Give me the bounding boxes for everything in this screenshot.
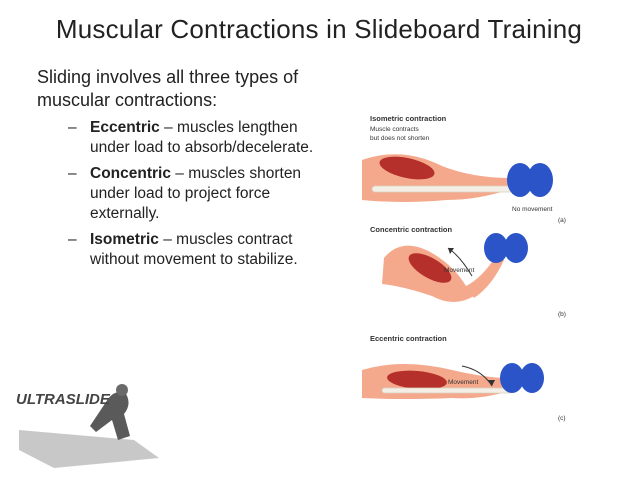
slideboard-shape (19, 430, 159, 468)
bullet-term: Concentric (90, 165, 171, 182)
panel-b-tag: (b) (558, 311, 566, 318)
bullet-text: – muscles lengthen under load to absorb/… (90, 119, 314, 156)
bullet-list: – Eccentric – muscles lengthen under loa… (68, 118, 318, 276)
bullet-concentric: – Concentric – muscles shorten under loa… (68, 164, 318, 224)
panel-b-title: Concentric contraction (370, 225, 453, 234)
panel-a-sub1: Muscle contracts (370, 126, 420, 133)
dash-marker: – (68, 231, 77, 248)
muscle-bicep (379, 156, 435, 180)
bone (371, 185, 523, 193)
bullet-text: – muscles shorten under load to project … (90, 165, 302, 222)
bone (381, 387, 513, 394)
dash-marker: – (68, 165, 77, 182)
panel-a-tag: (a) (558, 217, 566, 224)
panel-eccentric: Eccentric contraction Movement (c) (362, 334, 566, 422)
arrow-head-icon (448, 248, 454, 254)
skater-figure (90, 392, 130, 440)
dumbbell-weight (484, 233, 508, 263)
bullet-isometric: – Isometric – muscles contract without m… (68, 230, 318, 270)
skater-head (116, 384, 128, 396)
arrow-head-icon (488, 380, 495, 386)
dumbbell-weight (527, 163, 553, 197)
panel-a-sub2: but does not shorten (370, 135, 430, 142)
panel-a-title: Isometric contraction (370, 114, 447, 123)
muscle-bicep (387, 370, 447, 390)
dumbbell-weight (520, 363, 544, 393)
logo-text: ULTRASLIDE (16, 391, 111, 408)
forearm (466, 256, 504, 298)
dumbbell-weight (500, 363, 524, 393)
bullet-text: – muscles contract without movement to s… (90, 231, 298, 268)
panel-c-note: Movement (448, 379, 479, 386)
panel-c-tag: (c) (558, 415, 566, 422)
panel-concentric: Concentric contraction Movement (b) (370, 225, 566, 318)
bullet-term: Isometric (90, 231, 159, 248)
dash-marker: – (68, 119, 77, 136)
panel-c-title: Eccentric contraction (370, 334, 447, 343)
panel-b-note: Movement (444, 267, 475, 274)
bullet-eccentric: – Eccentric – muscles lengthen under loa… (68, 118, 318, 158)
dumbbell-weight (504, 233, 528, 263)
muscle-bicep (408, 253, 452, 283)
intro-text: Sliding involves all three types of musc… (37, 67, 299, 110)
panel-isometric: Isometric contraction Muscle contracts b… (362, 114, 566, 224)
muscle-contraction-figure: Isometric contraction Muscle contracts b… (362, 108, 590, 426)
movement-arrow (461, 365, 493, 387)
dumbbell-weight (507, 163, 533, 197)
bullet-term: Eccentric (90, 119, 160, 136)
panel-a-note: No movement (512, 206, 553, 213)
ultraslide-logo: ULTRASLIDE (16, 384, 159, 468)
slide-title: Muscular Contractions in Slideboard Trai… (55, 14, 583, 44)
